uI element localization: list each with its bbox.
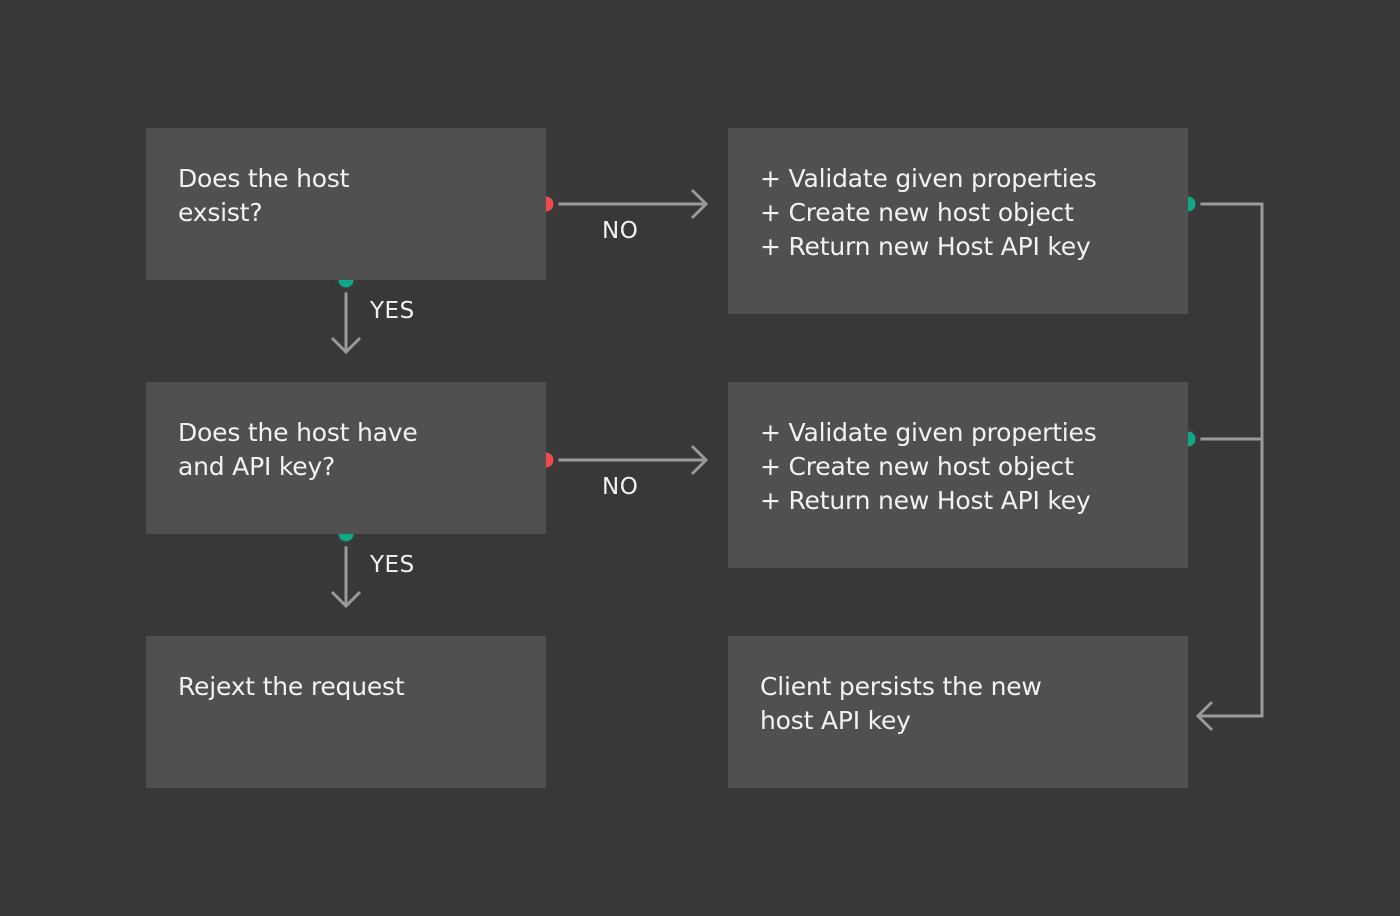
edge-no-1 xyxy=(546,188,709,220)
edge-label-yes-1: YES xyxy=(370,298,415,324)
node-text-line: + Validate given properties xyxy=(760,164,1097,193)
edge-no-2 xyxy=(546,444,709,476)
node-text-line: + Return new Host API key xyxy=(760,232,1091,261)
node-text-line: + Validate given properties xyxy=(760,418,1097,447)
node-create-host-2: + Validate given properties + Create new… xyxy=(728,382,1188,568)
node-text-line: Does the host have xyxy=(178,418,418,447)
node-client-persists-key: Client persists the new host API key xyxy=(728,636,1188,788)
node-text-line: + Return new Host API key xyxy=(760,486,1091,515)
node-text-line: Client persists the new xyxy=(760,672,1042,701)
edge-label-yes-2: YES xyxy=(370,552,415,578)
node-host-has-api-key: Does the host have and API key? xyxy=(146,382,546,534)
node-text-line: exsist? xyxy=(178,198,263,227)
edge-label-no-2: NO xyxy=(602,474,639,500)
node-text-line: + Create new host object xyxy=(760,198,1074,227)
node-reject-request: Rejext the request xyxy=(146,636,546,788)
edge-label-no-1: NO xyxy=(602,218,639,244)
node-create-host-1: + Validate given properties + Create new… xyxy=(728,128,1188,314)
node-text-line: Does the host xyxy=(178,164,350,193)
node-host-exists: Does the host exsist? xyxy=(146,128,546,280)
node-text-line: Rejext the request xyxy=(178,672,405,701)
node-text-line: host API key xyxy=(760,706,911,735)
edge-merge-to-persist xyxy=(1188,202,1264,732)
node-text-line: + Create new host object xyxy=(760,452,1074,481)
node-text-line: and API key? xyxy=(178,452,336,481)
